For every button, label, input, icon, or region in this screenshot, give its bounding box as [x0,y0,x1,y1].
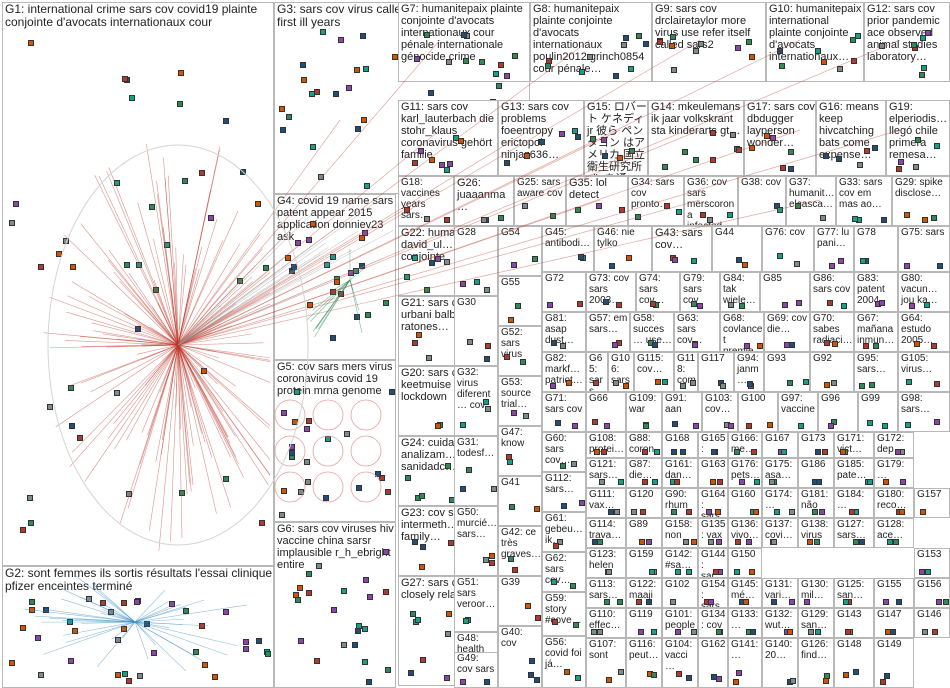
cluster-ring [275,400,305,430]
edge [135,622,237,646]
cluster-ring [313,472,343,502]
edge [135,605,247,622]
cluster-ring [351,472,381,502]
edge [72,345,178,452]
edge [178,255,320,345]
edge [142,345,178,433]
edge [135,607,186,622]
edge [178,130,620,345]
edge [178,200,820,345]
edge [314,280,350,337]
edge [306,280,350,320]
edge [178,345,270,382]
edge [178,40,700,345]
edge [178,345,216,514]
edge [135,622,205,662]
edge [315,280,350,329]
edge [160,345,178,393]
edge [178,40,440,345]
edge [178,200,700,345]
edge [112,622,135,639]
cluster-ring [351,436,381,466]
edge [138,203,178,345]
cluster-ring [313,400,343,430]
edge [168,176,178,345]
edge [178,345,270,460]
edge [350,280,362,333]
edge [146,144,178,345]
edge [135,622,148,659]
edge [102,604,135,622]
edge [178,250,351,345]
cluster-ring [351,400,381,430]
edge [178,345,270,426]
edge [63,622,135,635]
edge [178,345,270,475]
cluster-ring [275,472,305,502]
edge [66,622,135,642]
edge [178,345,236,386]
edge [109,167,178,345]
cluster-ring [313,436,343,466]
edge [178,345,270,358]
edge [178,130,900,345]
edge [178,211,238,345]
edge [178,130,700,345]
cluster-ring [275,436,305,466]
edge [135,604,181,622]
edge [56,345,178,427]
edge [85,345,178,481]
edge [135,622,227,655]
edge [114,345,178,449]
